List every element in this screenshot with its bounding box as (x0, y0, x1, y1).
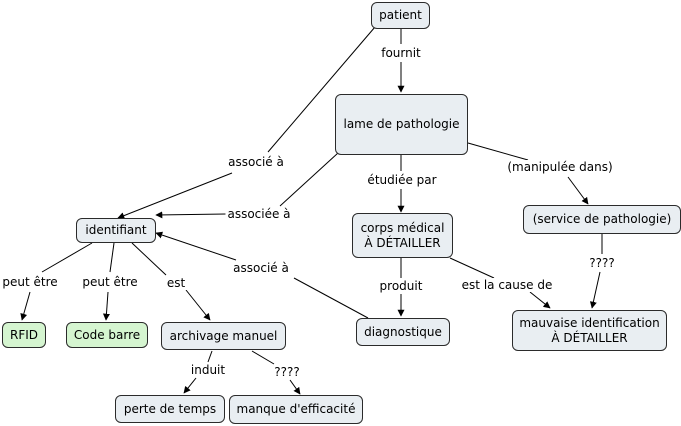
link-ident-peut1 (41, 242, 93, 273)
link-archivage-induit (207, 350, 213, 363)
node-identifiant[interactable]: identifiant (76, 218, 156, 243)
link-peut1-rfid (20, 291, 31, 321)
link-label-associe-diag: associé à (231, 261, 291, 275)
link-est-archivage (185, 289, 211, 321)
link-lame-manipulee (467, 142, 529, 161)
link-associee-identifiant (155, 211, 227, 219)
link-corps-cause (449, 257, 495, 279)
node-service-de-pathologie[interactable]: (service de pathologie) (523, 205, 681, 234)
node-patient[interactable]: patient (371, 2, 430, 29)
link-cause-mauvaise (529, 291, 551, 309)
link-patient-associe (267, 26, 376, 153)
link-archivage-q (251, 350, 275, 365)
link-ident-peut2 (109, 242, 115, 273)
link-label-q-archivage: ???? (272, 365, 302, 379)
node-mauvaise-identification[interactable]: mauvaise identification À DÉTAILLER (512, 310, 667, 351)
link-associe-identifiant-2 (155, 231, 237, 261)
node-archivage-manuel[interactable]: archivage manuel (161, 322, 286, 350)
node-corps-medical[interactable]: corps médical À DÉTAILLER (352, 213, 453, 258)
link-label-etudiee-par: étudiée par (365, 173, 439, 187)
link-label-est-la-cause-de: est la cause de (459, 278, 555, 292)
link-label-induit: induit (188, 363, 228, 377)
link-induit-perte (183, 377, 197, 394)
node-lame-de-pathologie[interactable]: lame de pathologie (335, 94, 468, 155)
node-manque-d-efficacite[interactable]: manque d'efficacité (229, 395, 363, 424)
link-label-peut-etre-2: peut être (80, 275, 140, 289)
link-associe-identifiant (117, 172, 233, 219)
link-q-manque (289, 379, 301, 395)
link-q-mauvaise (589, 271, 601, 309)
link-label-fournit: fournit (379, 46, 423, 60)
link-lame-associee (279, 152, 339, 207)
link-label-associe-patient: associé à (226, 155, 286, 169)
node-perte-de-temps[interactable]: perte de temps (115, 395, 225, 423)
link-label-associee-lame: associée à (225, 207, 293, 221)
link-manipulee-service (567, 176, 589, 205)
link-label-q-service: ???? (587, 256, 617, 270)
link-label-peut-etre-1: peut être (0, 275, 60, 289)
node-rfid[interactable]: RFID (2, 322, 46, 348)
link-label-manipulee-dans: (manipulée dans) (505, 160, 615, 174)
link-label-est: est (164, 276, 188, 290)
link-diag-associe (293, 277, 369, 319)
link-peut2-code (102, 291, 110, 321)
link-ident-est (131, 242, 167, 276)
node-diagnostique[interactable]: diagnostique (356, 318, 450, 346)
node-code-barre[interactable]: Code barre (66, 322, 148, 348)
link-label-produit: produit (377, 279, 425, 293)
